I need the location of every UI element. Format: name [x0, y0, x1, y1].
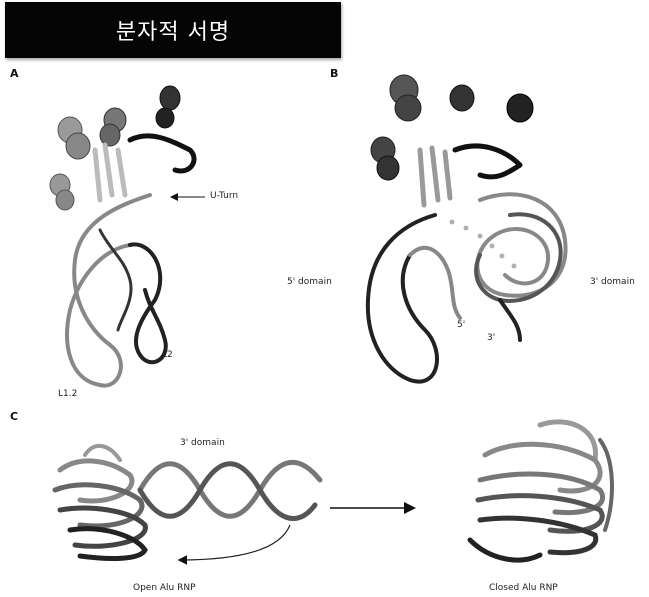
panel-b-letter: B	[330, 67, 338, 80]
panel-a-helices	[50, 86, 180, 210]
closed-alu-rnp-label: Closed Alu RNP	[489, 583, 558, 593]
five-domain-label: 5' domain	[287, 277, 332, 287]
panel-b-helices	[371, 75, 533, 180]
five-end-label: 5'	[457, 320, 465, 330]
panel-c-closed-structure	[470, 422, 612, 560]
panel-c-open-structure	[55, 446, 320, 559]
panel-a-structure	[50, 86, 194, 386]
panel-b-structure	[368, 75, 566, 382]
l2-label: L2	[162, 350, 173, 360]
open-alu-rnp-label: Open Alu RNP	[133, 583, 196, 593]
curved-arrow	[180, 525, 290, 560]
panel-c-letter: C	[10, 410, 18, 423]
u-turn-label: U-Turn	[210, 191, 238, 201]
three-end-label: 3'	[487, 333, 495, 343]
panel-a-letter: A	[10, 67, 19, 80]
l1-2-label: L1.2	[58, 389, 77, 399]
three-domain-label-c: 3' domain	[180, 438, 225, 448]
three-domain-label-b: 3' domain	[590, 277, 635, 287]
